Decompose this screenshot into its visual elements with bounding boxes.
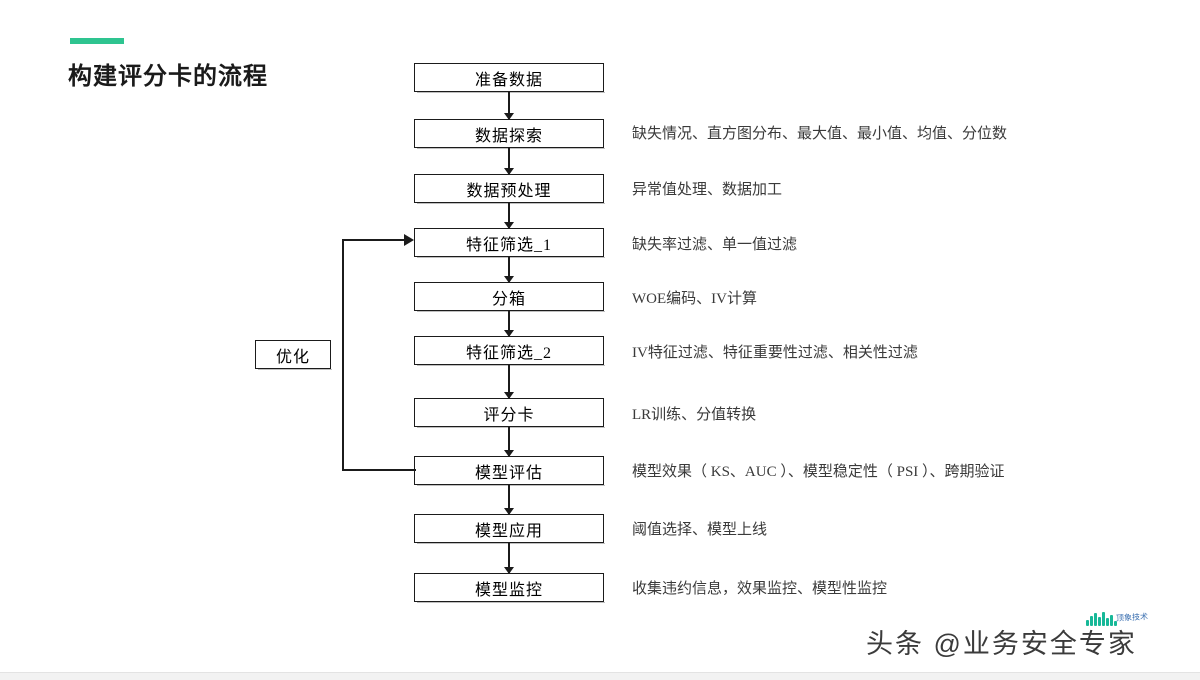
arrow-head-icon: [504, 330, 514, 337]
connector-arrow-7: [504, 427, 514, 457]
note-binning: WOE编码、IV计算: [632, 291, 757, 307]
arrow-head-icon: [504, 567, 514, 574]
connector-arrow-3: [504, 203, 514, 229]
connector-arrow-6: [504, 365, 514, 399]
feedback-loop-arrow-icon: [404, 234, 414, 246]
slide-bottom-edge: [0, 672, 1200, 680]
note-feature-sel-1: 缺失率过滤、单一值过滤: [632, 237, 798, 253]
connector-arrow-1: [504, 92, 514, 120]
flow-node-model-monitor[interactable]: 模型监控: [414, 573, 605, 603]
watermark-logo: 顶象技术: [1086, 608, 1160, 634]
page-title: 构建评分卡的流程: [68, 63, 268, 90]
title-accent-bar: [70, 38, 124, 44]
note-preprocess: 异常值处理、数据加工: [632, 182, 783, 198]
flow-node-binning[interactable]: 分箱: [414, 282, 605, 312]
flow-node-feature-sel-2[interactable]: 特征筛选_2: [414, 336, 605, 366]
flow-node-model-eval[interactable]: 模型评估: [414, 456, 605, 486]
bar-chart-icon: [1086, 612, 1117, 626]
feedback-loop-top-segment: [342, 239, 404, 241]
arrow-head-icon: [504, 392, 514, 399]
arrow-head-icon: [504, 168, 514, 175]
arrow-head-icon: [504, 450, 514, 457]
arrow-head-icon: [504, 113, 514, 120]
flow-node-data-explore[interactable]: 数据探索: [414, 119, 605, 149]
flow-node-prepare-data[interactable]: 准备数据: [414, 63, 605, 93]
flow-node-model-apply[interactable]: 模型应用: [414, 514, 605, 544]
note-model-eval: 模型效果（ KS、AUC ）、模型稳定性（ PSI ）、跨期验证: [632, 464, 1005, 480]
connector-arrow-4: [504, 257, 514, 283]
flow-node-preprocess[interactable]: 数据预处理: [414, 174, 605, 204]
connector-arrow-5: [504, 311, 514, 337]
connector-arrow-2: [504, 148, 514, 175]
flow-node-scorecard[interactable]: 评分卡: [414, 398, 605, 428]
arrow-head-icon: [504, 222, 514, 229]
feedback-loop-vertical-segment: [342, 239, 344, 471]
note-data-explore: 缺失情况、直方图分布、最大值、最小值、均值、分位数: [632, 126, 1008, 142]
arrow-head-icon: [504, 276, 514, 283]
note-scorecard: LR训练、分值转换: [632, 407, 757, 423]
watermark-text: 头条 @业务安全专家: [866, 629, 1137, 659]
note-model-apply: 阈值选择、模型上线: [632, 522, 768, 538]
arrow-head-icon: [504, 508, 514, 515]
watermark-logo-text: 顶象技术: [1115, 612, 1149, 623]
flow-node-optimize[interactable]: 优化: [255, 340, 332, 370]
note-model-monitor: 收集违约信息，效果监控、模型性监控: [632, 581, 888, 597]
flow-node-feature-sel-1[interactable]: 特征筛选_1: [414, 228, 605, 258]
connector-arrow-9: [504, 543, 514, 574]
note-feature-sel-2: IV特征过滤、特征重要性过滤、相关性过滤: [632, 345, 918, 361]
connector-arrow-8: [504, 485, 514, 515]
feedback-loop-bottom-segment: [342, 469, 416, 471]
